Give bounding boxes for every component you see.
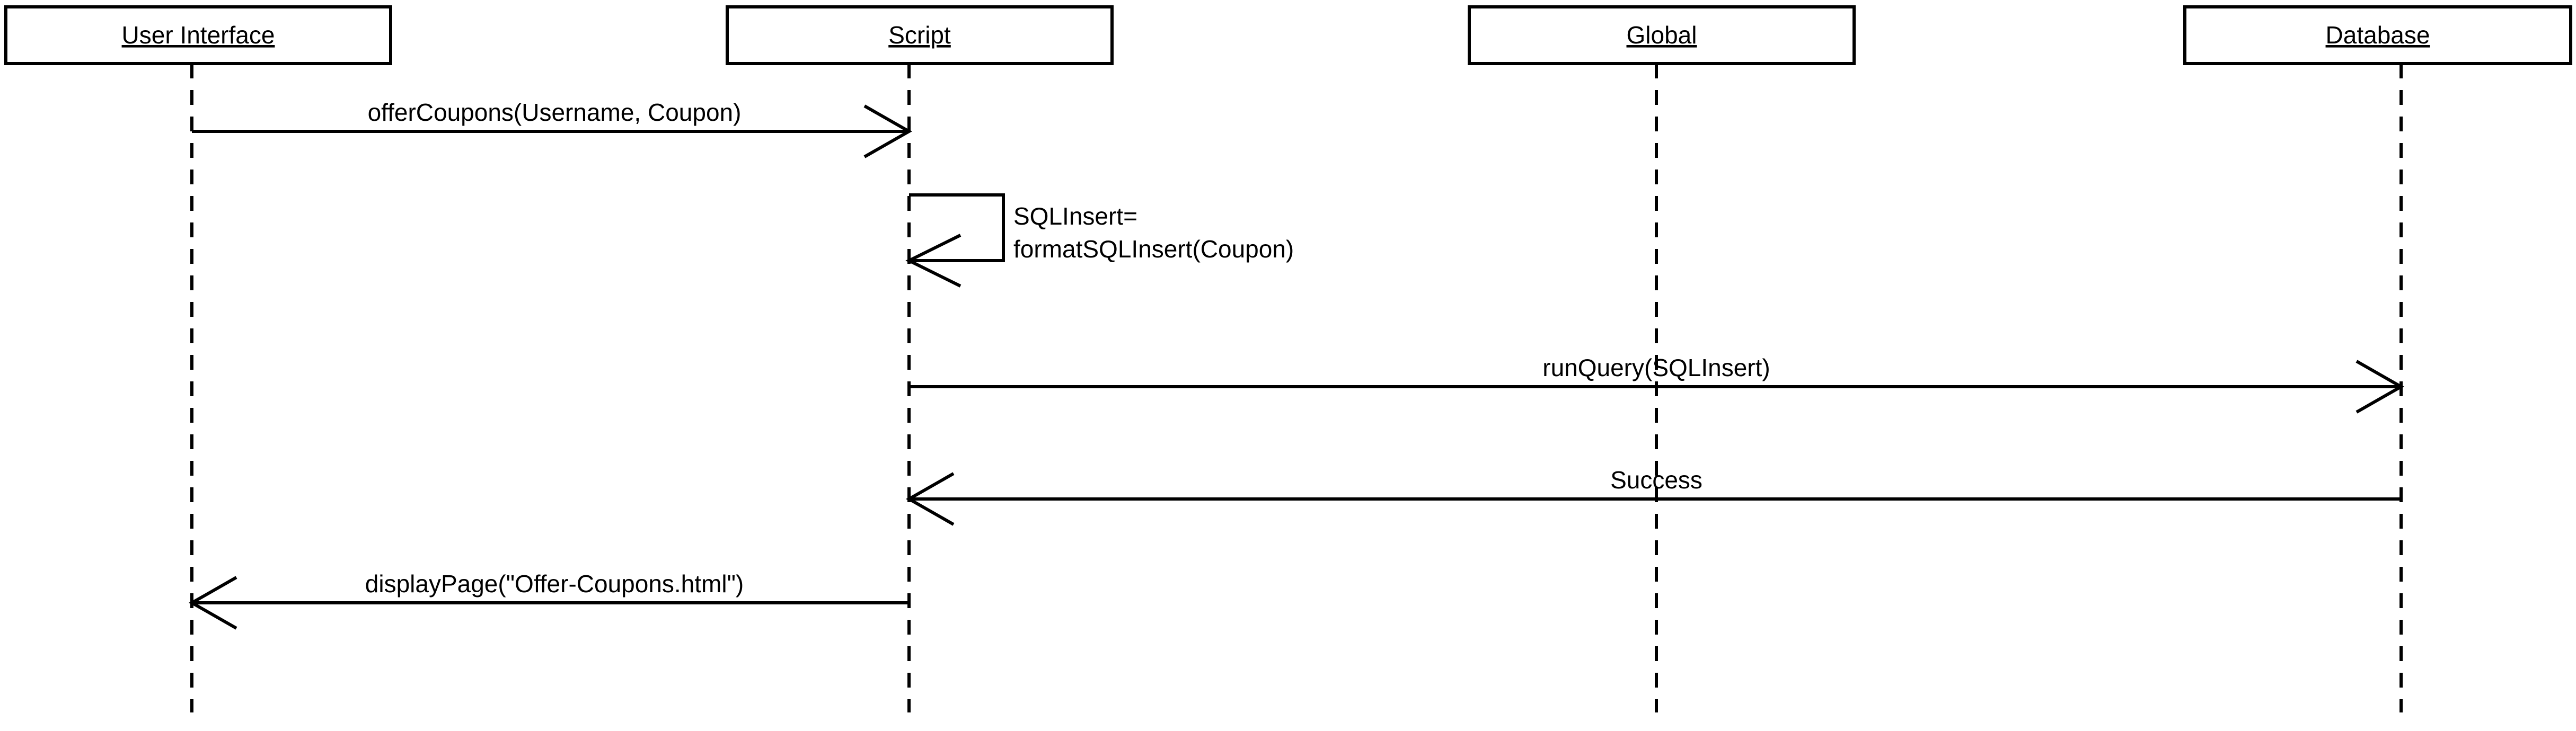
participant-global[interactable]: Global [1468,5,1856,65]
participant-label-global: Global [1627,21,1697,49]
message-run-query[interactable]: runQuery(SQLInsert) [909,354,2405,414]
participant-label-user-interface: User Interface [122,21,275,49]
message-format-sql-insert-arrowhead [905,234,961,288]
participant-box-database[interactable] [2183,5,2572,65]
message-success-label: Success [1610,466,1702,494]
message-offer-coupons[interactable]: offerCoupons(Username, Coupon) [192,99,913,158]
participant-box-global[interactable] [1468,5,1856,65]
message-run-query-arrowhead [2356,360,2405,414]
message-offer-coupons-arrowhead [863,104,913,158]
participant-script[interactable]: Script [726,5,1114,65]
participant-boxes-group: User Interface Script Global Database [4,5,2572,65]
participant-label-script: Script [888,21,951,49]
message-format-sql-insert[interactable]: SQLInsert= formatSQLInsert(Coupon) [905,193,1294,288]
message-success-arrowhead [905,472,955,526]
participant-box-script[interactable] [726,5,1114,65]
participant-user-interface[interactable]: User Interface [4,5,392,65]
message-display-page-label: displayPage("Offer-Coupons.html") [365,570,744,598]
message-success[interactable]: Success [905,466,2401,526]
message-format-sql-insert-loop [909,193,1005,262]
message-offer-coupons-label: offerCoupons(Username, Coupon) [368,99,742,126]
message-display-page-arrowhead [188,576,237,630]
message-display-page[interactable]: displayPage("Offer-Coupons.html") [188,570,909,630]
participant-label-database: Database [2326,21,2430,49]
message-format-sql-insert-label-line2: formatSQLInsert(Coupon) [1013,235,1294,263]
participant-database[interactable]: Database [2183,5,2572,65]
message-run-query-label: runQuery(SQLInsert) [1542,354,1770,381]
participant-box-user-interface[interactable] [4,5,392,65]
message-format-sql-insert-label-line1: SQLInsert= [1013,202,1137,230]
